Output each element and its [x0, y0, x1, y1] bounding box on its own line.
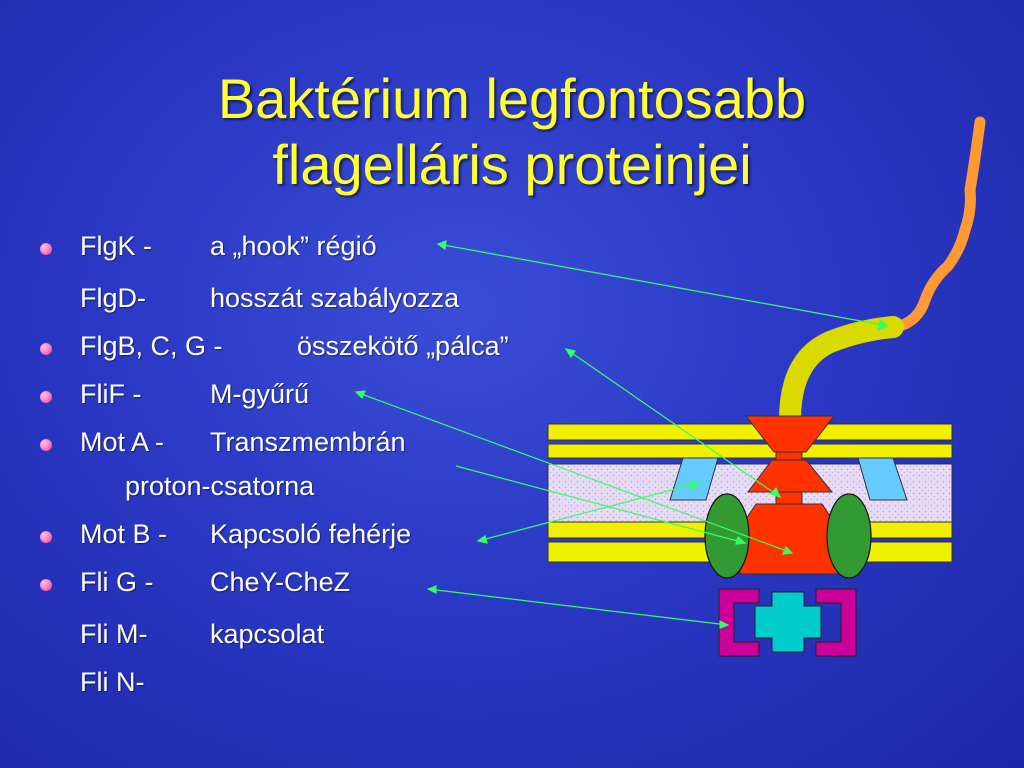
bullet-icon: [40, 391, 52, 403]
protein-description: M-gyűrű: [210, 379, 310, 409]
title-line-1: Baktérium legfontosabb: [217, 67, 807, 130]
flagellum-filament: [890, 116, 986, 333]
motb-left: [704, 493, 750, 579]
protein-name: Mot B -: [80, 519, 168, 549]
protein-description: a „hook” régió: [210, 231, 377, 261]
arrow-flgk: [437, 243, 889, 327]
arrow-flgbcg: [565, 348, 781, 498]
protein-name: Mot A -: [80, 427, 165, 457]
protein-name: Fli M-: [80, 619, 148, 649]
protein-name: FlgK -: [80, 231, 153, 261]
rod: [775, 491, 803, 505]
mota-channel-left: [669, 457, 719, 501]
title-line-2: flagelláris proteinjei: [272, 133, 752, 196]
slide-title: Baktérium legfontosabb flagelláris prote…: [0, 66, 1024, 198]
protein-name: FlgD-: [80, 283, 146, 313]
rod-segment: [775, 451, 803, 461]
bullet-icon: [40, 343, 52, 355]
bullet-icon: [40, 531, 52, 543]
arrow-flig: [427, 588, 729, 626]
bullet-icon: [40, 579, 52, 591]
protein-description: Transzmembrán: [210, 427, 406, 457]
protein-name: FliF -: [80, 379, 142, 409]
annotation-arrows: [354, 240, 890, 629]
mota-channel-right: [857, 457, 908, 501]
protein-description: összekötő „pálca”: [297, 331, 509, 361]
p-ring: [747, 459, 834, 493]
bullet-icon: [40, 439, 52, 451]
hook: [779, 316, 904, 431]
protein-name: FlgB, C, G -: [80, 331, 223, 361]
protein-description: proton-csatorna: [125, 471, 315, 501]
protein-name: Fli G -: [80, 567, 154, 597]
arrow-mota: [455, 465, 746, 544]
protein-description: hosszát szabályozza: [210, 283, 460, 313]
protein-description: kapcsolat: [210, 619, 325, 649]
arrow-motb: [477, 482, 699, 542]
motb-right: [826, 493, 872, 579]
switch-complex: [718, 588, 857, 657]
arrow-flif: [355, 391, 793, 554]
bullet-icon: [40, 243, 52, 255]
protein-description: Kapcsoló fehérje: [210, 519, 412, 549]
protein-description: CheY-CheZ: [210, 567, 351, 597]
l-ring: [744, 415, 836, 453]
protein-name: Fli N-: [80, 667, 145, 697]
